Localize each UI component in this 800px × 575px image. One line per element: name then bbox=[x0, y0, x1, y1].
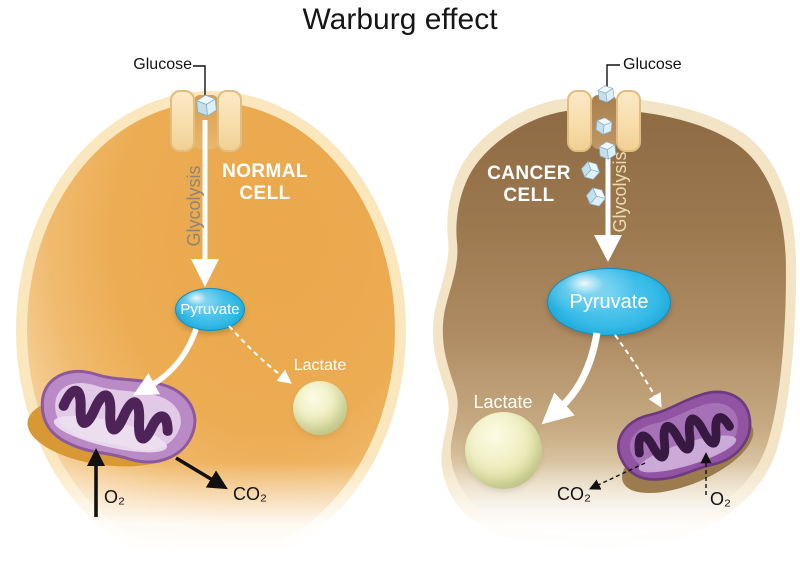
pyruvate-cancer: Pyruvate bbox=[547, 268, 671, 336]
glucose-cube-icon bbox=[586, 187, 606, 207]
cristae bbox=[58, 385, 173, 444]
mitochondrion-normal-icon bbox=[27, 370, 197, 467]
glycolysis-label-cancer: Glycolysis bbox=[610, 151, 630, 233]
diagram-title: Warburg effect bbox=[302, 3, 498, 36]
glucose-cube-icon bbox=[196, 94, 217, 117]
pyruvate-label: Pyruvate bbox=[569, 290, 649, 313]
lactate-sphere-normal bbox=[293, 381, 347, 435]
channel-pillar bbox=[616, 90, 641, 152]
o2-label-normal: O₂ bbox=[104, 487, 125, 507]
lactate-label-normal: Lactate bbox=[293, 357, 347, 374]
co2-label-normal: CO₂ bbox=[233, 484, 267, 504]
channel-pillar bbox=[567, 90, 592, 152]
glucose-cube-icon bbox=[597, 85, 615, 103]
pyruvate-label: Pyruvate bbox=[180, 301, 240, 318]
lactate-sphere-cancer bbox=[465, 412, 542, 489]
glucose-label-cancer: Glucose bbox=[623, 56, 682, 73]
glycolysis-label-normal: Glycolysis bbox=[184, 165, 204, 247]
co2-label-cancer: CO₂ bbox=[557, 484, 591, 504]
glucose-cube-icon bbox=[595, 117, 613, 135]
normal-cell-name: NORMAL CELL bbox=[222, 161, 308, 205]
glucose-channel-cancer bbox=[566, 90, 642, 152]
channel-pillar bbox=[217, 90, 242, 152]
lactate-label-cancer: Lactate bbox=[473, 392, 533, 412]
glucose-label-normal: Glucose bbox=[133, 56, 192, 73]
pyruvate-normal: Pyruvate bbox=[175, 288, 245, 331]
cristae bbox=[634, 413, 734, 462]
o2-label-cancer: O₂ bbox=[710, 489, 731, 509]
glucose-cube-icon bbox=[581, 161, 600, 180]
channel-pillar bbox=[170, 90, 195, 152]
cancer-cell-name: CANCER CELL bbox=[487, 163, 571, 207]
